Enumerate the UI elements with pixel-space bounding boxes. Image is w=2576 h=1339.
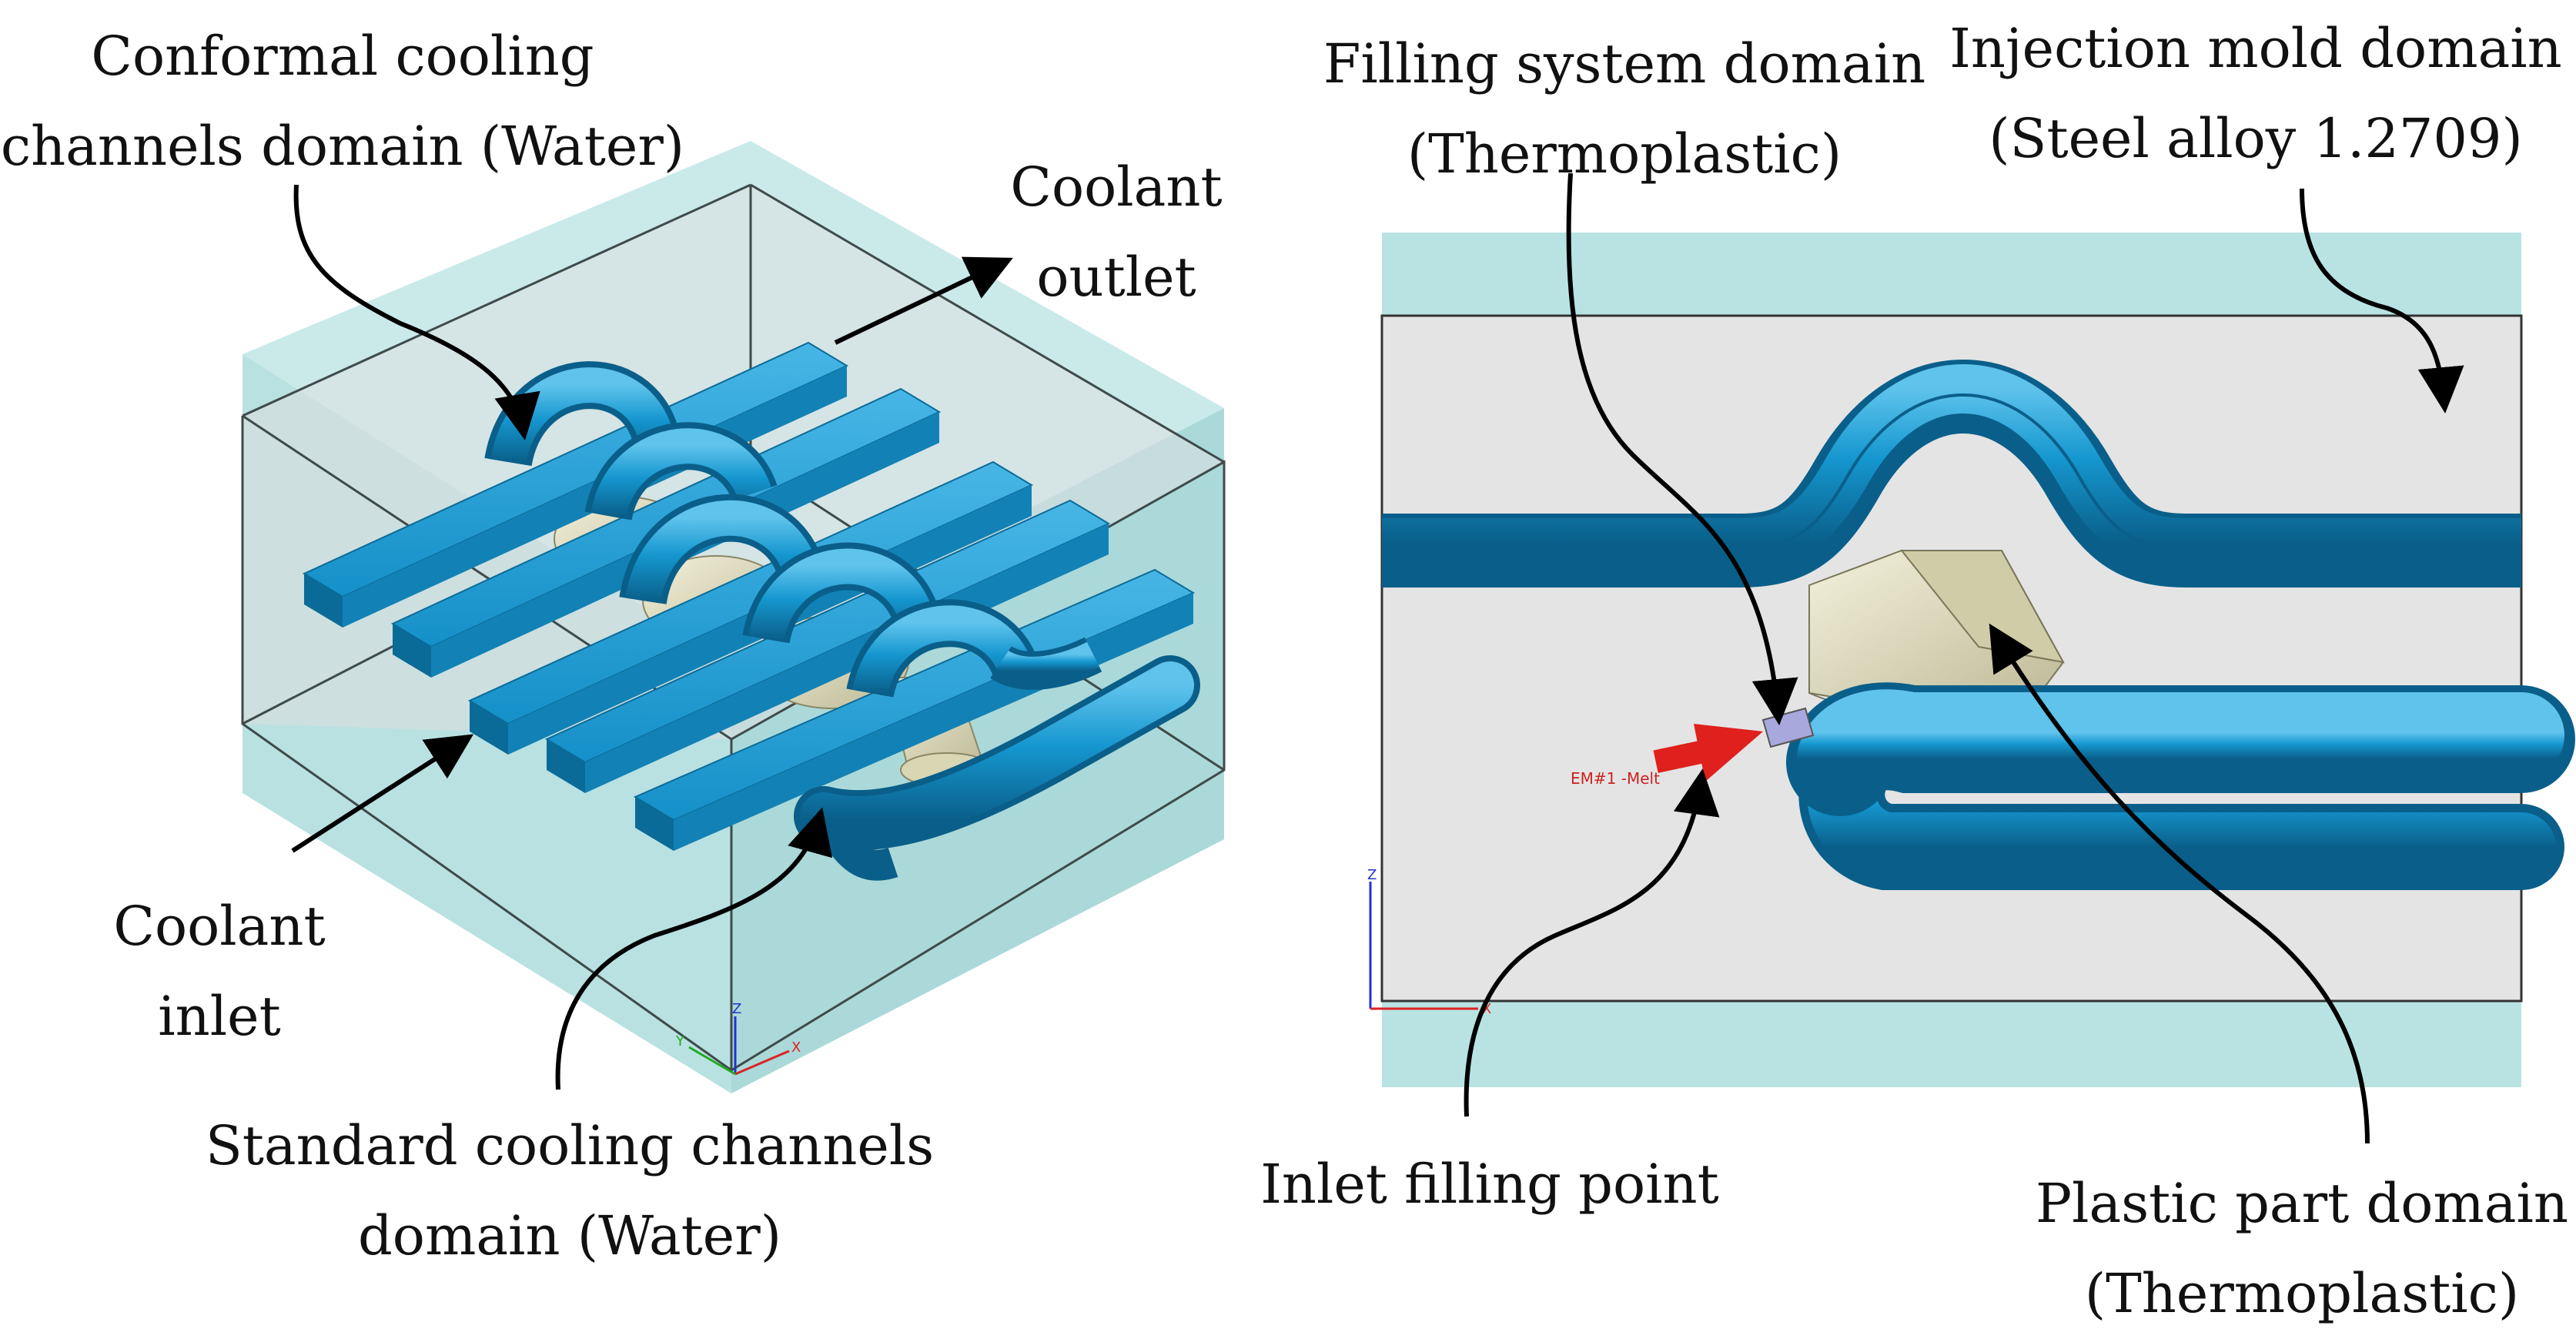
label-plastic-part: Plastic part domain (Thermoplastic) xyxy=(2032,1159,2571,1339)
axis-z-right: Z xyxy=(1367,867,1377,883)
standard-channel-right xyxy=(1786,682,2575,890)
label-mold-line2: (Steel alloy 1.2709) xyxy=(1989,107,2523,170)
axis-y-left: Y xyxy=(675,1033,685,1049)
right-view: EM#1 -Melt Z X xyxy=(1367,172,2575,1144)
mold-arrow xyxy=(2300,188,2464,413)
label-injection-mold: Injection mold domain (Steel alloy 1.270… xyxy=(1940,4,2571,184)
filling-arrow xyxy=(1566,172,1798,725)
label-coolant-outlet: Coolant outlet xyxy=(993,142,1239,323)
label-outlet-line1: Coolant xyxy=(1010,156,1223,219)
label-plastic-line1: Plastic part domain xyxy=(2035,1172,2569,1235)
label-filling-system: Filling system domain (Thermoplastic) xyxy=(1309,19,1940,199)
inlet-marker-red xyxy=(1653,724,1763,782)
label-outlet-line2: outlet xyxy=(1036,246,1196,309)
inlet-arrow xyxy=(291,734,474,853)
plastic-arrow xyxy=(1989,623,2370,1144)
label-filling-line1: Filling system domain xyxy=(1323,32,1926,95)
label-standard-channels: Standard cooling channels domain (Water) xyxy=(200,1101,939,1281)
label-conformal-channels: Conformal cooling channels domain (Water… xyxy=(0,12,685,192)
label-inlet-filling-point: Inlet filling point xyxy=(1224,1140,1755,1230)
label-inlet-line1: Coolant xyxy=(113,895,326,958)
outlet-arrow xyxy=(834,256,1013,345)
label-standard-line2: domain (Water) xyxy=(357,1204,782,1267)
label-mold-line1: Injection mold domain xyxy=(1949,17,2562,80)
axis-triad-left xyxy=(688,1016,790,1076)
label-conformal-line1: Conformal cooling xyxy=(91,25,594,88)
conformal-arrow xyxy=(293,184,540,440)
standard-arrow xyxy=(555,807,833,1090)
standard-channel-round-tube xyxy=(794,655,1200,881)
axis-z-left: Z xyxy=(732,1001,741,1017)
label-standard-line1: Standard cooling channels xyxy=(205,1114,935,1177)
axis-x-left: X xyxy=(791,1039,801,1056)
label-inlet-point: Inlet filling point xyxy=(1260,1153,1719,1216)
label-conformal-line2: channels domain (Water) xyxy=(0,115,685,178)
label-filling-line2: (Thermoplastic) xyxy=(1407,122,1842,186)
axis-triad-right: Z X xyxy=(1367,867,1491,1017)
label-inlet-line2: inlet xyxy=(158,985,281,1048)
label-plastic-line2: (Thermoplastic) xyxy=(2084,1262,2520,1325)
conformal-channel-right xyxy=(1382,360,2521,587)
inlet-point-arrow xyxy=(1464,768,1720,1117)
left-view xyxy=(241,141,1226,1093)
melt-tag: EM#1 -Melt xyxy=(1571,769,1660,788)
label-coolant-inlet: Coolant inlet xyxy=(92,882,346,1062)
